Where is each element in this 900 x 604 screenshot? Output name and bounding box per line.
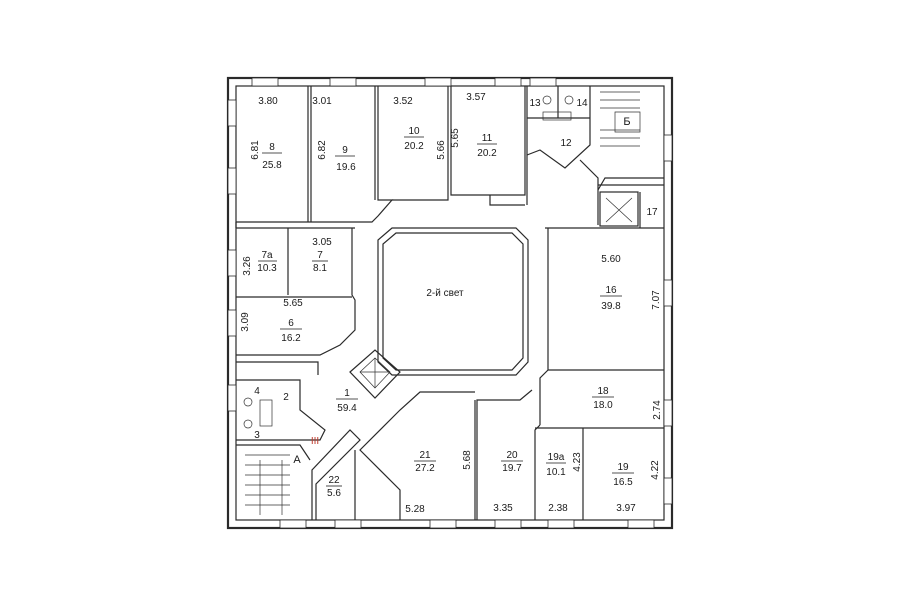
room-10-width: 3.52 (393, 96, 413, 107)
room-18-label: 18 18.0 (592, 386, 614, 411)
room-10-depth: 5.66 (436, 140, 447, 160)
svg-text:18: 18 (597, 386, 609, 397)
room-14-number: 14 (576, 98, 588, 109)
room-21-depth: 5.68 (462, 450, 473, 470)
room-17-number: 17 (646, 207, 658, 218)
svg-text:10.3: 10.3 (257, 263, 277, 274)
svg-text:18.0: 18.0 (593, 400, 613, 411)
svg-text:10: 10 (408, 126, 420, 137)
svg-text:8: 8 (269, 142, 275, 153)
room-3-number: 3 (254, 430, 260, 441)
svg-text:11: 11 (482, 133, 493, 144)
room-11-depth: 5.65 (450, 128, 461, 148)
room-13-number: 13 (529, 98, 541, 109)
windows (227, 77, 673, 529)
svg-text:39.8: 39.8 (601, 301, 621, 312)
stair-a-label: А (293, 454, 301, 466)
room-7-label: 78.1 (312, 250, 328, 274)
room-19a-label: 19а 10.1 (546, 452, 566, 478)
room-20-label: 20 19.7 (501, 450, 523, 474)
svg-text:19а: 19а (548, 452, 565, 463)
toilet-fixtures (243, 95, 574, 429)
room-16-depth: 7.07 (651, 290, 662, 310)
svg-text:1: 1 (344, 388, 350, 399)
room-6-width: 5.65 (283, 298, 303, 309)
room-6-depth: 3.09 (240, 312, 251, 332)
room-9-label: 919.6 (335, 145, 356, 173)
room-2-number: 2 (283, 392, 289, 403)
svg-text:19: 19 (617, 462, 629, 473)
room-18-depth: 2.74 (652, 400, 663, 420)
svg-text:20: 20 (506, 450, 518, 461)
room-11-label: 11 20.2 (477, 133, 497, 159)
room-20-width: 3.35 (493, 503, 513, 514)
svg-text:22: 22 (328, 475, 340, 486)
room-19a-width: 2.38 (548, 503, 568, 514)
svg-text:5.6: 5.6 (327, 488, 341, 499)
interior-walls (235, 86, 664, 520)
svg-text:20.2: 20.2 (404, 141, 424, 152)
svg-text:25.8: 25.8 (262, 160, 282, 171)
room-4-number: 4 (254, 386, 260, 397)
svg-text:8.1: 8.1 (313, 263, 327, 274)
svg-text:9: 9 (342, 145, 348, 156)
room-8-depth: 6.81 (250, 140, 261, 160)
room-9-depth: 6.82 (317, 140, 328, 160)
room-8-label: 825.8 (262, 142, 282, 171)
room-7a-label: 7а 10.3 (257, 250, 277, 274)
room-12-number: 12 (560, 138, 572, 149)
room-10-label: 10 20.2 (404, 126, 424, 152)
svg-text:6: 6 (288, 318, 294, 329)
svg-text:19.7: 19.7 (502, 463, 522, 474)
room-19-depth: 4.22 (650, 460, 661, 480)
svg-text:16.5: 16.5 (613, 477, 633, 488)
svg-text:7: 7 (317, 250, 323, 261)
room-19-width: 3.97 (616, 503, 636, 514)
room-19a-depth: 4.23 (572, 452, 583, 472)
svg-text:16: 16 (605, 285, 617, 296)
dimension-labels: 3.80 3.01 3.52 3.57 6.81 6.82 5.66 5.65 … (240, 92, 663, 515)
room-7a-depth: 3.26 (242, 256, 253, 276)
room-9-width: 3.01 (312, 96, 332, 107)
room-16-label: 16 39.8 (600, 285, 622, 312)
room-22-label: 225.6 (326, 475, 342, 499)
atrium (349, 227, 529, 399)
svg-text:7а: 7а (261, 250, 273, 261)
room-1-label: 159.4 (336, 388, 358, 414)
svg-text:10.1: 10.1 (546, 467, 566, 478)
room-6-label: 616.2 (280, 318, 302, 344)
svg-text:19.6: 19.6 (336, 162, 356, 173)
section-mark: III (311, 436, 319, 447)
atrium-label: 2-й свет (426, 288, 464, 299)
room-7-width: 3.05 (312, 237, 332, 248)
svg-text:16.2: 16.2 (281, 333, 301, 344)
room-21-width: 5.28 (405, 504, 425, 515)
room-21-label: 21 27.2 (414, 450, 436, 474)
room-8-width: 3.80 (258, 96, 278, 107)
svg-text:27.2: 27.2 (415, 463, 435, 474)
room-16-width: 5.60 (601, 254, 621, 265)
svg-text:20.2: 20.2 (477, 148, 497, 159)
room-11-width: 3.57 (466, 92, 486, 103)
svg-text:21: 21 (419, 450, 431, 461)
svg-text:59.4: 59.4 (337, 403, 357, 414)
room-19-label: 19 16.5 (612, 462, 634, 488)
stair-b-label: Б (623, 116, 630, 128)
